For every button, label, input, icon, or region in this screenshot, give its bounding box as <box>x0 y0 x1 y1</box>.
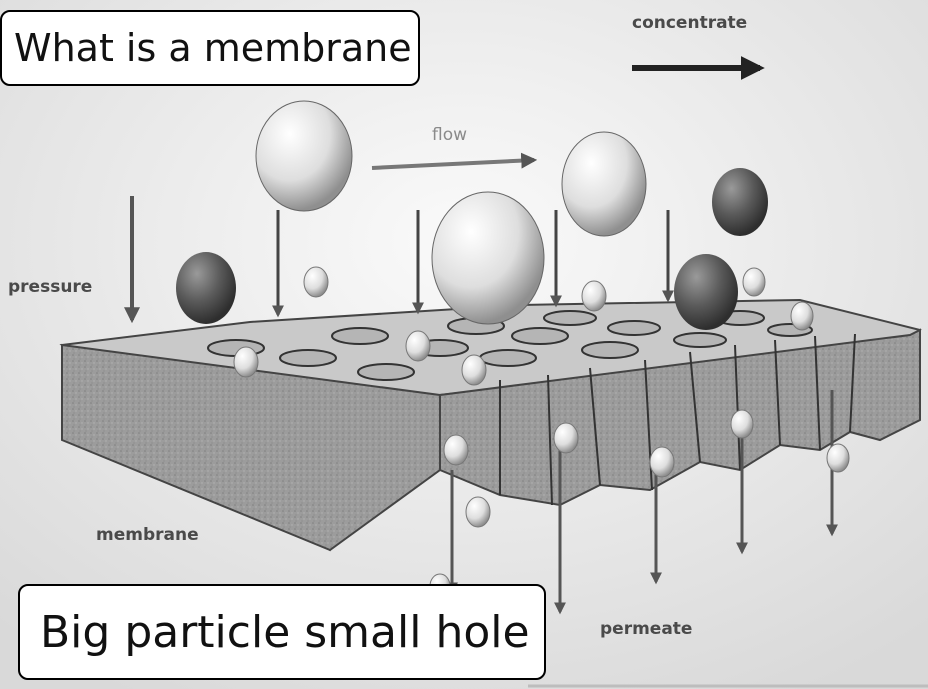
membrane-label: membrane <box>96 525 199 545</box>
pressure-label: pressure <box>8 277 92 297</box>
flow-label: flow <box>432 125 467 145</box>
concentrate-label: concentrate <box>632 13 747 33</box>
page-title: What is a membrane <box>0 10 420 86</box>
caption: Big particle small hole <box>18 584 546 680</box>
permeate-label: permeate <box>600 619 692 639</box>
